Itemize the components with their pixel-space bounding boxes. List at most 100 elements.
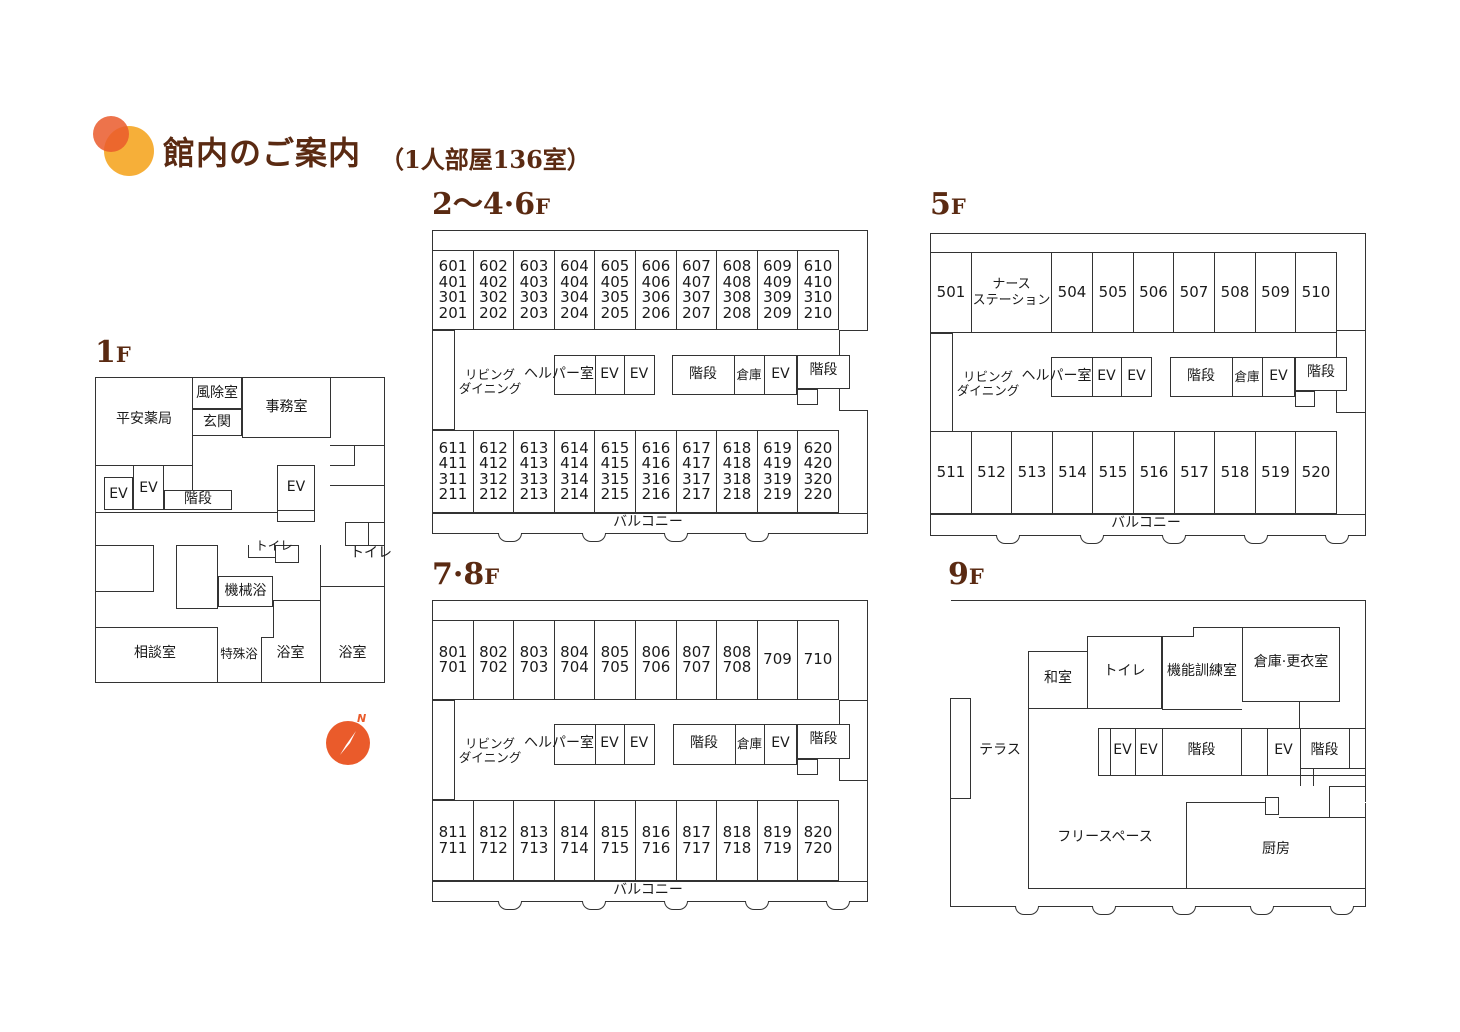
elevator-9f-c: EV xyxy=(1274,742,1293,759)
balcony-edge xyxy=(826,901,850,910)
balcony-edge xyxy=(664,901,688,910)
room-ナース: ナースステーション xyxy=(971,252,1052,333)
room-710: 710 xyxy=(797,620,839,700)
room-training: 機能訓練室 xyxy=(1167,663,1237,680)
balcony-edge xyxy=(582,533,606,542)
stairs-5f-a: 階段 xyxy=(1187,368,1215,385)
elevator-7f-b: EV xyxy=(629,735,649,752)
room-519: 519 xyxy=(1255,431,1296,514)
room-bath-a: 浴室 xyxy=(276,645,305,662)
room-free-space: フリースペース xyxy=(1057,829,1153,846)
balcony-edge xyxy=(582,901,606,910)
elevator-a: EV xyxy=(600,366,619,383)
floor-label-2-4-6f: 2〜4·6F xyxy=(432,187,550,222)
storage-5f: 倉庫 xyxy=(1234,369,1260,385)
page-subtitle: （1人部屋136室） xyxy=(380,145,591,174)
elevator-9f-b: EV xyxy=(1139,742,1158,759)
balcony-edge xyxy=(1092,906,1116,915)
room-kitchen: 厨房 xyxy=(1262,841,1290,858)
room-office: 事務室 xyxy=(265,399,308,416)
room-consultation: 相談室 xyxy=(134,645,176,662)
label-living: リビング xyxy=(464,367,515,383)
elevator-5f-a: EV xyxy=(1097,368,1116,385)
room-506: 506 xyxy=(1133,252,1174,333)
room-511: 511 xyxy=(930,431,972,514)
stairs-a: 階段 xyxy=(689,366,717,383)
room-toilet-9f: トイレ xyxy=(1103,663,1146,680)
room-special-bath: 特殊浴 xyxy=(220,646,258,662)
elevator-c: EV xyxy=(771,366,790,383)
room-504: 504 xyxy=(1051,252,1093,333)
floor-label-1f: 1F xyxy=(95,335,131,370)
balcony-edge xyxy=(996,535,1020,544)
stairs-5f-b: 階段 xyxy=(1307,364,1335,381)
room-520: 520 xyxy=(1295,431,1337,514)
room-516: 516 xyxy=(1133,431,1175,514)
floor-label-9f: 9F xyxy=(948,557,984,592)
helper-room-7f: ヘルパー室 xyxy=(524,735,594,752)
room-508: 508 xyxy=(1214,252,1256,333)
toilet-1f-a: トイレ xyxy=(255,538,293,554)
balcony-edge xyxy=(745,901,769,910)
stairs-1f: 階段 xyxy=(184,491,212,508)
balcony-edge xyxy=(498,533,522,542)
room-512: 512 xyxy=(971,431,1012,514)
room-513: 513 xyxy=(1011,431,1053,514)
floor-label-7-8f: 7·8F xyxy=(432,557,500,592)
floor-label-5f: 5F xyxy=(930,187,966,222)
elevator-7f-c: EV xyxy=(771,735,790,752)
room-518: 518 xyxy=(1214,431,1256,514)
page-title: 館内のご案内 xyxy=(163,134,362,172)
balcony-edge xyxy=(1162,535,1186,544)
balcony-edge xyxy=(745,533,769,542)
balcony-edge xyxy=(1015,906,1039,915)
label-dining-7f: ダイニング xyxy=(458,750,522,765)
stairs-9f-a: 階段 xyxy=(1187,742,1216,759)
label-dining: ダイニング xyxy=(458,381,522,396)
balcony-edge xyxy=(1250,906,1274,915)
elevator-7f-a: EV xyxy=(600,735,619,752)
balcony-5f: バルコニー xyxy=(1111,515,1181,532)
balcony-edge xyxy=(1172,906,1196,915)
room-501: 501 xyxy=(930,252,972,333)
elevator-5f-c: EV xyxy=(1269,368,1288,385)
label-living-7f: リビング xyxy=(464,736,515,752)
stairs-7f-b: 階段 xyxy=(809,731,838,748)
room-windbreak: 風除室 xyxy=(196,385,238,402)
balcony-edge xyxy=(664,533,688,542)
stairs-7f-a: 階段 xyxy=(690,735,718,752)
helper-room-5f: ヘルパー室 xyxy=(1021,368,1092,385)
terrace: テラス xyxy=(979,742,1021,759)
elevator-b: EV xyxy=(629,366,649,383)
elevator-1f-right: EV xyxy=(286,479,306,496)
elevator-1f-left: EV xyxy=(109,486,128,503)
